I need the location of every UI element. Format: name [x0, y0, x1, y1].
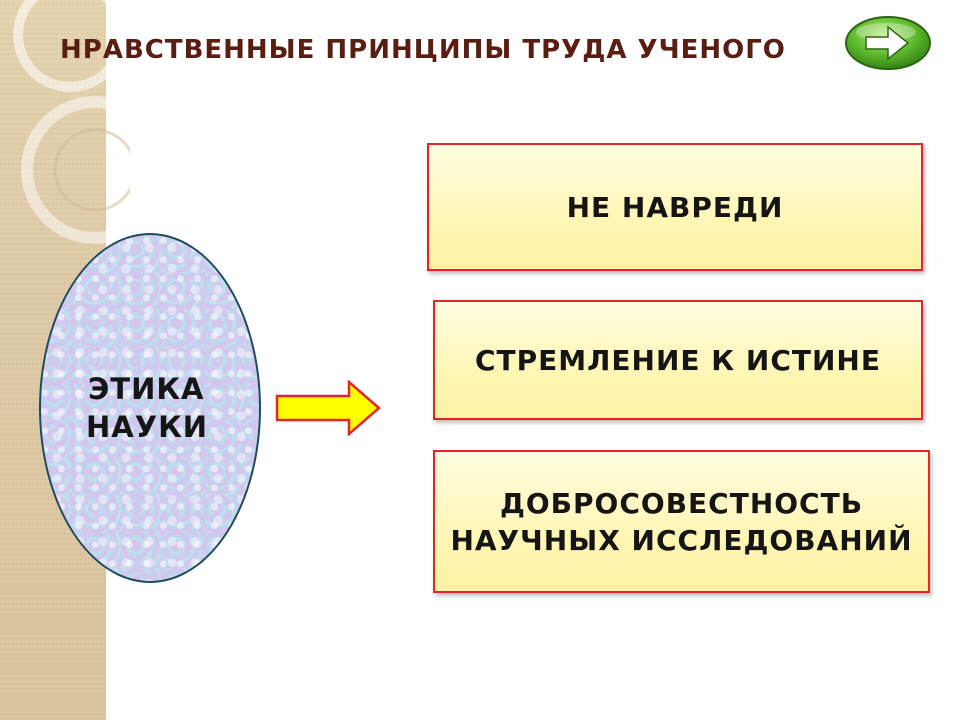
ethics-label-line2: НАУКИ	[86, 410, 209, 444]
principle-label-1: НЕ НАВРЕДИ	[566, 190, 784, 224]
arrow-right-icon	[865, 25, 910, 61]
next-button[interactable]	[842, 12, 934, 72]
ethics-label-line1: ЭТИКА	[88, 372, 205, 406]
principle-label-3: ДОБРОСОВЕСТНОСТЬ НАУЧНЫХ ИССЛЕДОВАНИЙ	[450, 486, 913, 557]
principle-label-2: СТРЕМЛЕНИЕ К ИСТИНЕ	[475, 343, 881, 377]
principle-box-2: СТРЕМЛЕНИЕ К ИСТИНЕ	[433, 300, 923, 420]
connector-arrow-icon	[275, 380, 381, 436]
principle-box-1: НЕ НАВРЕДИ	[427, 143, 923, 271]
ethics-ellipse	[39, 233, 261, 583]
page-title: НРАВСТВЕННЫЕ ПРИНЦИПЫ ТРУДА УЧЕНОГО	[60, 35, 786, 65]
principle-box-3: ДОБРОСОВЕСТНОСТЬ НАУЧНЫХ ИССЛЕДОВАНИЙ	[433, 450, 930, 593]
ethics-label: ЭТИКА НАУКИ	[46, 370, 256, 446]
